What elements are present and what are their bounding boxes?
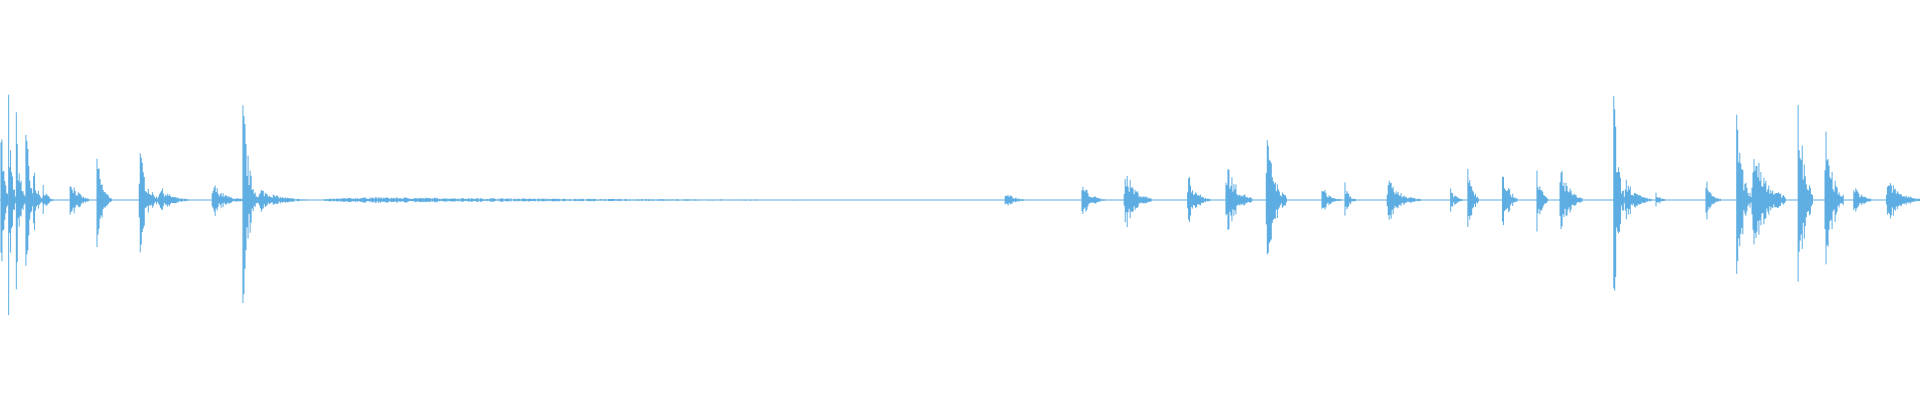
waveform-burst bbox=[257, 189, 308, 212]
waveform-burst bbox=[1344, 182, 1357, 216]
waveform-burst bbox=[1824, 131, 1844, 265]
waveform-burst bbox=[307, 197, 1076, 204]
waveform-burst bbox=[1885, 183, 1920, 219]
waveform-burst bbox=[1123, 175, 1153, 228]
waveform-burst bbox=[1655, 192, 1668, 207]
waveform-burst bbox=[1613, 96, 1625, 291]
waveform-burst bbox=[1004, 195, 1028, 206]
waveform-burst bbox=[1321, 190, 1341, 210]
waveform-burst bbox=[211, 185, 243, 216]
waveform-burst bbox=[1450, 188, 1464, 212]
waveform-burst bbox=[0, 139, 9, 262]
waveform-burst bbox=[1751, 159, 1787, 245]
waveform-burst bbox=[1081, 186, 1105, 214]
waveform-burst bbox=[242, 105, 258, 303]
waveform-burst bbox=[1624, 179, 1652, 220]
waveform-burst bbox=[8, 94, 16, 316]
waveform-burst bbox=[1225, 169, 1253, 230]
waveform-burst bbox=[1187, 177, 1211, 222]
waveform-burst bbox=[1797, 105, 1813, 282]
waveform-burst bbox=[1467, 168, 1479, 227]
waveform-burst bbox=[33, 172, 43, 231]
waveform-burst bbox=[15, 112, 26, 290]
waveform-burst bbox=[138, 153, 158, 253]
waveform-burst bbox=[1536, 170, 1549, 232]
waveform-burst bbox=[1736, 114, 1752, 274]
waveform-burst bbox=[1265, 140, 1287, 255]
waveform-burst bbox=[1705, 181, 1721, 220]
waveform-burst bbox=[69, 186, 89, 215]
waveform-burst bbox=[1559, 170, 1583, 230]
waveform-burst bbox=[1386, 180, 1422, 220]
waveform-burst bbox=[25, 134, 34, 266]
waveform-burst bbox=[157, 188, 189, 211]
waveform-burst bbox=[1853, 188, 1873, 212]
waveform-burst bbox=[42, 185, 55, 214]
waveform-burst bbox=[1501, 176, 1518, 226]
waveform-burst bbox=[96, 158, 112, 248]
